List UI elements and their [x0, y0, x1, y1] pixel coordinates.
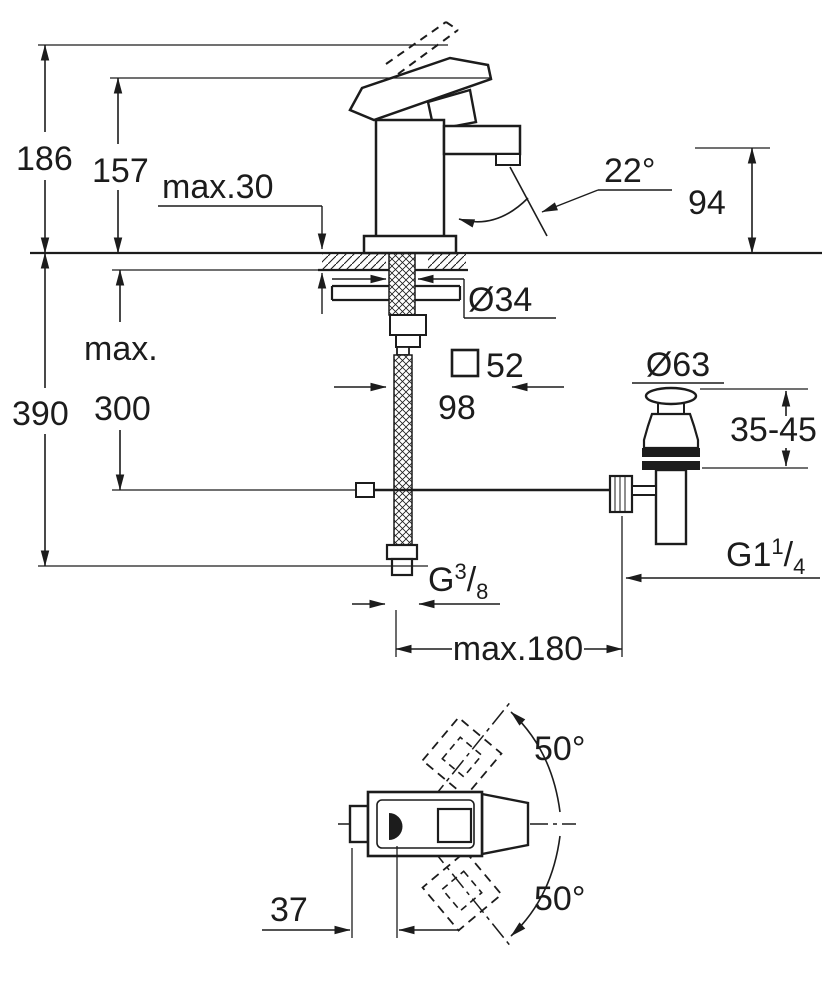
dim-label-g114: G11/4 [726, 534, 805, 579]
drain-assembly [608, 386, 700, 546]
top-view: 50° 50° 37 [262, 699, 585, 949]
faucet-body-group [348, 21, 548, 255]
water-stream [509, 166, 548, 237]
swivel-arc-down [510, 835, 561, 937]
lever-rotated-down [421, 850, 503, 932]
spout-tip-top-view [348, 804, 370, 844]
waste-knurled-knob [608, 474, 634, 514]
dim-label-22deg: 22° [604, 152, 655, 190]
lever-tip-top-view [480, 792, 530, 856]
dim-label-186: 186 [16, 140, 73, 178]
dim-label-157: 157 [92, 152, 149, 190]
handle-body-top-view [366, 790, 484, 858]
lever-raised-position [385, 21, 459, 75]
dim-label-94: 94 [688, 184, 726, 222]
dim-height-157: 157 [92, 77, 492, 254]
dim-label-max30: max.30 [162, 168, 274, 206]
dim-label-50-up: 50° [534, 730, 585, 768]
dim-label-300: 300 [94, 390, 151, 428]
dim-hose-max-300: max. 300 [84, 269, 356, 491]
dim-height-186: 186 [16, 44, 448, 254]
countertop [30, 251, 822, 272]
dim-label-dia63: Ø63 [646, 346, 710, 384]
dim-offset-37: 37 [262, 846, 460, 938]
dim-hose-thread-g38: G3/8 [352, 559, 500, 609]
counter-hatch-right [428, 254, 466, 269]
dim-base-98: 98 [334, 382, 564, 427]
waste-plug-cap [644, 386, 698, 406]
dim-label-max: max. [84, 330, 158, 368]
dim-swivel-down-50: 50° [510, 835, 585, 937]
dim-waste-thread-g114: G11/4 [625, 534, 820, 583]
waste-seal-ring [642, 448, 700, 457]
pop-up-rod-clevis [355, 482, 375, 498]
spout-mousseur [495, 153, 521, 166]
dim-label-50-down: 50° [534, 880, 585, 918]
faucet-base-plate [362, 234, 458, 255]
mounting-nut [389, 314, 427, 336]
dim-spout-angle-22: 22° [458, 152, 672, 228]
hose-connector [396, 346, 410, 356]
waste-seal-ring-2 [642, 461, 700, 470]
outlet-mark [389, 813, 403, 840]
dim-label-98: 98 [438, 389, 476, 427]
cube-detail [436, 807, 473, 844]
dim-label-52: 52 [486, 347, 524, 385]
hose-fitting-nut [385, 543, 419, 561]
dim-waste-dia-63: Ø63 [632, 346, 724, 384]
dim-deck-max-30: max.30 [158, 168, 327, 314]
dim-swivel-up-50: 50° [510, 711, 585, 813]
waste-upper-body [642, 412, 700, 450]
dim-label-35-45: 35-45 [730, 411, 817, 449]
counter-hatch-left [322, 254, 386, 269]
dim-label-dia34: Ø34 [468, 281, 532, 319]
hose-fitting-end [390, 557, 414, 577]
dim-depth-390: 390 [12, 252, 428, 567]
lever-rotated-up [421, 716, 503, 798]
waste-tailpiece [654, 468, 688, 546]
dim-label-37: 37 [270, 891, 308, 929]
dim-label-390: 390 [12, 395, 69, 433]
dim-label-g38: G3/8 [428, 559, 488, 604]
dim-spout-height-94: 94 [688, 147, 770, 254]
side-view: 186 157 390 max. 300 max.30 [12, 21, 822, 668]
dim-waste-35-45: 35-45 [700, 388, 817, 469]
faucet-lever [348, 56, 493, 122]
angle-arc [458, 197, 529, 228]
dim-reach-max-180: max.180 [395, 516, 623, 668]
swivel-arc-up [510, 711, 561, 813]
faucet-spout [442, 124, 522, 156]
dim-base-square-52: 52 [450, 347, 524, 385]
dim-label-max180: max.180 [453, 630, 583, 668]
dim-hole-dia-34: Ø34 [332, 274, 556, 319]
waste-knob-rod [631, 485, 657, 496]
faucet-body [374, 118, 446, 240]
square-symbol [450, 348, 480, 378]
handle-top-view [348, 790, 530, 858]
